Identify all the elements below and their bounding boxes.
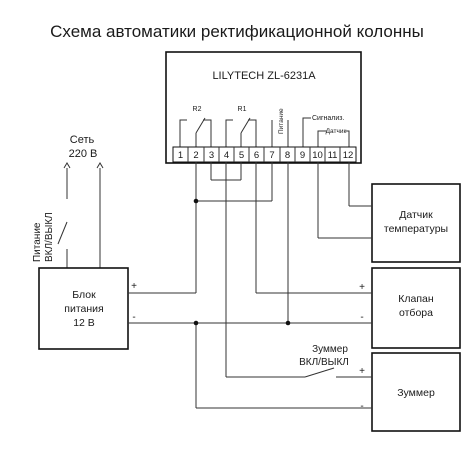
terminal-2: 2	[193, 150, 198, 161]
mains-label-line1: Сеть	[70, 134, 95, 146]
terminal-6: 6	[254, 150, 259, 161]
buzzer-minus: -	[360, 401, 363, 412]
wiring	[128, 162, 372, 409]
mains-label-line2: 220 В	[69, 148, 98, 160]
terminal-4: 4	[224, 150, 229, 161]
terminal-1: 1	[178, 150, 183, 161]
power-unit-line1: Блок	[72, 289, 96, 301]
temp-sensor-box	[371, 183, 461, 263]
junction-dot	[193, 320, 199, 326]
power-unit-minus: -	[132, 312, 135, 323]
valve-plus: +	[359, 282, 365, 293]
diagram-title: Схема автоматики ректификационной колонн…	[50, 22, 424, 41]
temp-sensor-line1: Датчик	[399, 209, 433, 221]
terminal-8: 8	[285, 150, 290, 161]
power-unit-plus: +	[131, 281, 137, 292]
buzzer-label: Зуммер	[397, 387, 435, 399]
sensor-terminal-bracket	[317, 130, 350, 147]
alarm-terminal-bracket	[302, 117, 311, 147]
terminal-12: 12	[343, 150, 354, 161]
valve-line1: Клапан	[398, 293, 434, 305]
terminal-7: 7	[269, 150, 274, 161]
power-unit-line2: питания	[64, 303, 103, 315]
power-terminal-brackets	[271, 120, 289, 147]
power-terminal-label: Питание	[278, 108, 285, 134]
terminal-9: 9	[300, 150, 305, 161]
relay-r2-label: R2	[193, 106, 202, 113]
power-switch-symbol	[57, 221, 68, 245]
valve-minus: -	[360, 312, 363, 323]
relay-r1-contact	[225, 117, 257, 147]
power-unit-line3: 12 В	[73, 317, 95, 329]
mains-wires	[63, 162, 104, 268]
terminal-11: 11	[328, 150, 338, 161]
buzzer-box	[371, 352, 461, 432]
power-unit-box	[38, 267, 129, 350]
junction-dots	[193, 198, 291, 326]
junction-dot	[193, 198, 199, 204]
alarm-terminal-label: Сигнализ.	[312, 115, 344, 122]
terminal-block	[172, 146, 357, 163]
relay-r2-contact	[179, 117, 212, 147]
buzzer-switch-line1: Зуммер	[312, 344, 348, 355]
power-switch-label-line1: Питание	[32, 222, 43, 262]
sensor-terminal-label: Датчик	[326, 128, 347, 135]
junction-dot	[285, 320, 291, 326]
temp-sensor-line2: температуры	[384, 223, 448, 235]
buzzer-switch-line2: ВКЛ/ВЫКЛ	[299, 357, 349, 368]
relay-r1-label: R1	[238, 106, 247, 113]
terminal-3: 3	[209, 150, 214, 161]
valve-box	[371, 267, 461, 349]
power-switch-label-line2: ВКЛ/ВЫКЛ	[44, 212, 55, 262]
buzzer-plus: +	[359, 366, 365, 377]
terminal-10: 10	[312, 150, 323, 161]
valve-line2: отбора	[399, 307, 433, 319]
terminal-5: 5	[239, 150, 244, 161]
controller-model: LILYTECH ZL-6231A	[212, 70, 316, 82]
controller-box	[165, 51, 362, 164]
terminal-numbers: 1 2 3 4 5 6 7 8 9 10 11 12	[178, 150, 353, 161]
